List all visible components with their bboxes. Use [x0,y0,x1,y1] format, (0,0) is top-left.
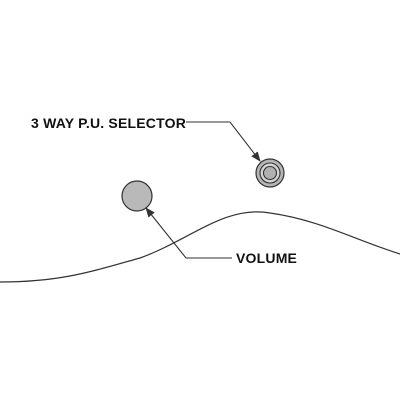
volume-label: VOLUME [236,250,297,266]
pickup-selector-leader-line [186,121,261,162]
selector-switch-icon[interactable] [255,158,285,188]
body-outline-curve [0,211,400,283]
volume-group: VOLUME [121,180,297,266]
volume-knob-icon[interactable] [121,180,153,212]
volume-leader-line [145,207,232,259]
pickup-selector-label: 3 WAY P.U. SELECTOR [31,115,186,131]
pickup-selector-group: 3 WAY P.U. SELECTOR [31,115,285,188]
